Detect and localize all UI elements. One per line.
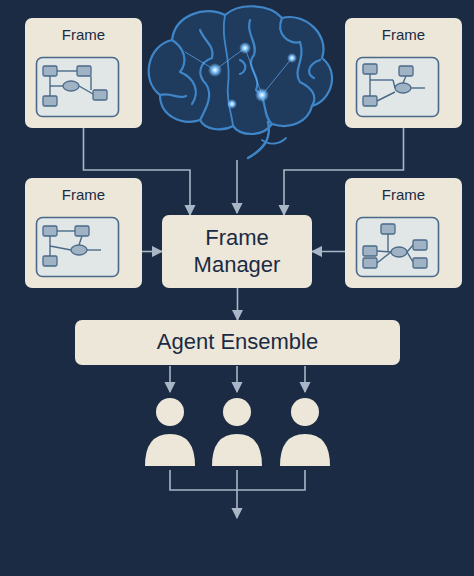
merge-lines <box>170 470 305 518</box>
icon-graph <box>363 64 425 106</box>
icon-frame <box>357 218 439 277</box>
connector <box>312 251 345 253</box>
box-label: Agent Ensemble <box>157 329 318 355</box>
frame-box: Frame <box>25 178 142 288</box>
icon-box <box>43 226 57 236</box>
frame-icon <box>35 216 120 278</box>
ensemble-bar: Agent Ensemble <box>75 320 400 365</box>
icon-box <box>413 258 427 268</box>
icon-frame <box>357 58 439 117</box>
brain-illustration <box>149 6 332 158</box>
icon-box <box>75 226 89 236</box>
icon-box <box>77 66 91 76</box>
icon-line <box>407 245 413 252</box>
icon-line <box>377 252 391 263</box>
icon-oval <box>63 81 79 91</box>
icon-graph <box>43 226 101 266</box>
icon-box <box>43 66 57 76</box>
icon-graph <box>363 224 427 268</box>
icon-line <box>370 79 393 80</box>
icon-box <box>43 256 57 266</box>
brain-arrow <box>236 160 238 213</box>
icon-line <box>57 230 75 231</box>
icon-line <box>87 249 101 250</box>
icon-line <box>57 70 77 71</box>
frame-box: Frame <box>345 178 462 288</box>
icon-line <box>377 92 395 101</box>
icon-line <box>369 74 370 96</box>
icon-line <box>50 85 63 86</box>
icon-box <box>363 96 377 106</box>
icon-box <box>43 96 57 106</box>
icon-line <box>90 76 91 90</box>
icon-line <box>377 251 391 252</box>
icon-oval <box>395 83 411 93</box>
manager-box: Frame Manager <box>162 215 312 288</box>
icon-box <box>413 240 427 250</box>
frame-title: Frame <box>345 178 462 203</box>
frame-title: Frame <box>25 18 142 43</box>
frame-icon <box>355 56 440 118</box>
frame-title: Frame <box>345 18 462 43</box>
brain-glow-dots <box>208 42 297 109</box>
icon-box <box>381 224 395 234</box>
icon-box <box>363 64 377 74</box>
icon-box <box>93 90 107 100</box>
icon-line <box>403 76 406 83</box>
icon-line <box>411 87 425 88</box>
frame-box: Frame <box>25 18 142 128</box>
icon-box <box>399 66 413 76</box>
icon-box <box>363 258 377 268</box>
icon-frame <box>37 58 119 117</box>
icon-oval <box>391 247 407 257</box>
frame-box: Frame <box>345 18 462 128</box>
ensemble-arrows <box>170 366 305 392</box>
agent-icons <box>145 398 330 466</box>
icon-line <box>79 236 82 245</box>
icon-graph <box>43 66 107 106</box>
connector <box>142 251 162 253</box>
icon-line <box>407 252 413 262</box>
connector <box>237 288 239 320</box>
icon-line <box>387 234 388 252</box>
icon-line <box>50 246 71 250</box>
box-label: Frame Manager <box>172 225 302 278</box>
frame-icon <box>355 216 440 278</box>
icon-box <box>363 246 377 256</box>
frame-title: Frame <box>25 178 142 203</box>
icon-frame <box>37 218 119 277</box>
icon-oval <box>71 245 87 255</box>
frame-icon <box>35 56 120 118</box>
